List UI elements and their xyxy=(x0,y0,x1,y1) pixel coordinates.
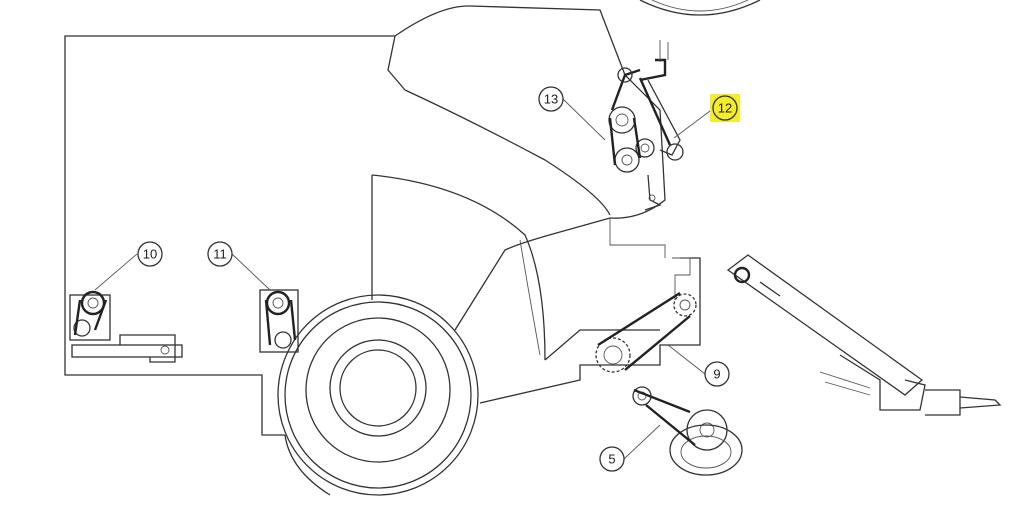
callout-5: 5 xyxy=(599,424,661,472)
tension-arm xyxy=(726,254,1002,416)
machine-frame xyxy=(64,35,701,436)
drive-assembly-10 xyxy=(69,290,183,363)
callout-11-label: 11 xyxy=(213,247,227,262)
callout-9: 9 xyxy=(667,344,730,387)
callout-13: 13 xyxy=(538,86,606,141)
callout-10-label: 10 xyxy=(143,247,157,262)
fan-guard xyxy=(371,174,660,361)
upper-cover xyxy=(387,5,666,331)
callout-10: 10 xyxy=(94,241,163,291)
callout-12: 12 xyxy=(673,94,740,139)
callout-12-label: 12 xyxy=(718,101,732,116)
callout-9-label: 9 xyxy=(713,367,720,382)
callout-12-highlight xyxy=(710,94,740,122)
large-wheel xyxy=(277,294,479,496)
drive-assembly-5 xyxy=(632,386,743,476)
tensioner-assembly xyxy=(608,40,684,211)
drive-assembly-11 xyxy=(259,289,299,353)
top-wheel-partial xyxy=(639,0,761,16)
callout-13-label: 13 xyxy=(544,92,558,107)
chain-drive-9 xyxy=(595,291,697,373)
callout-5-label: 5 xyxy=(608,452,615,467)
callout-11: 11 xyxy=(207,241,271,291)
